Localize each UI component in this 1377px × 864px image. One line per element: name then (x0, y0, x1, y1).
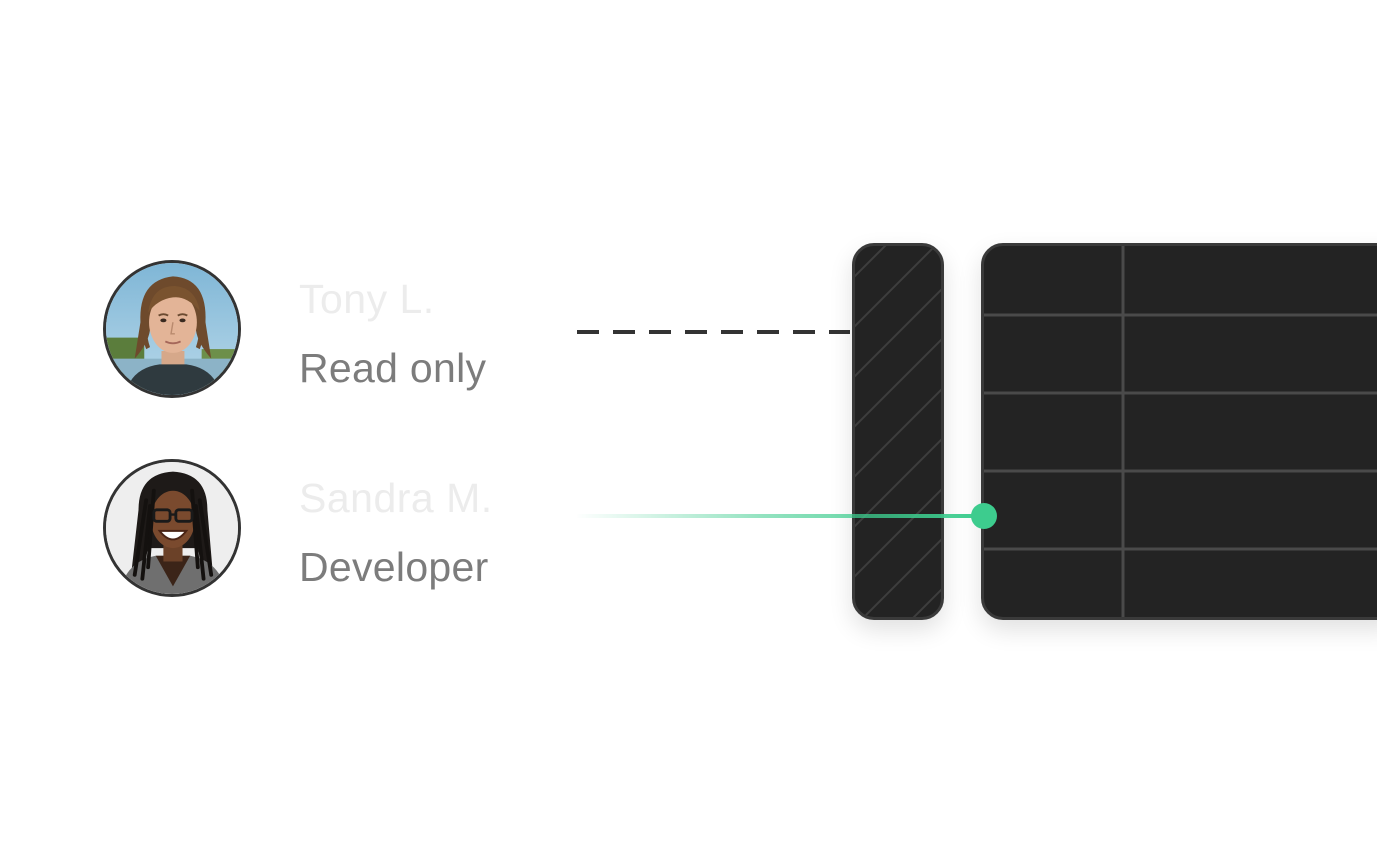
access-gate (852, 243, 944, 620)
sandra-avatar (103, 459, 241, 597)
tony-role: Read only (299, 345, 487, 391)
sandra-name: Sandra M. (299, 475, 493, 521)
tony-name: Tony L. (299, 276, 435, 322)
database-table (981, 243, 1377, 620)
table-grid-icon (984, 246, 1377, 617)
tony-avatar (103, 260, 241, 398)
person-photo-icon (106, 263, 238, 395)
sandra-role: Developer (299, 544, 489, 590)
hatched-barrier-icon (855, 246, 941, 617)
person-photo-icon (106, 462, 238, 594)
